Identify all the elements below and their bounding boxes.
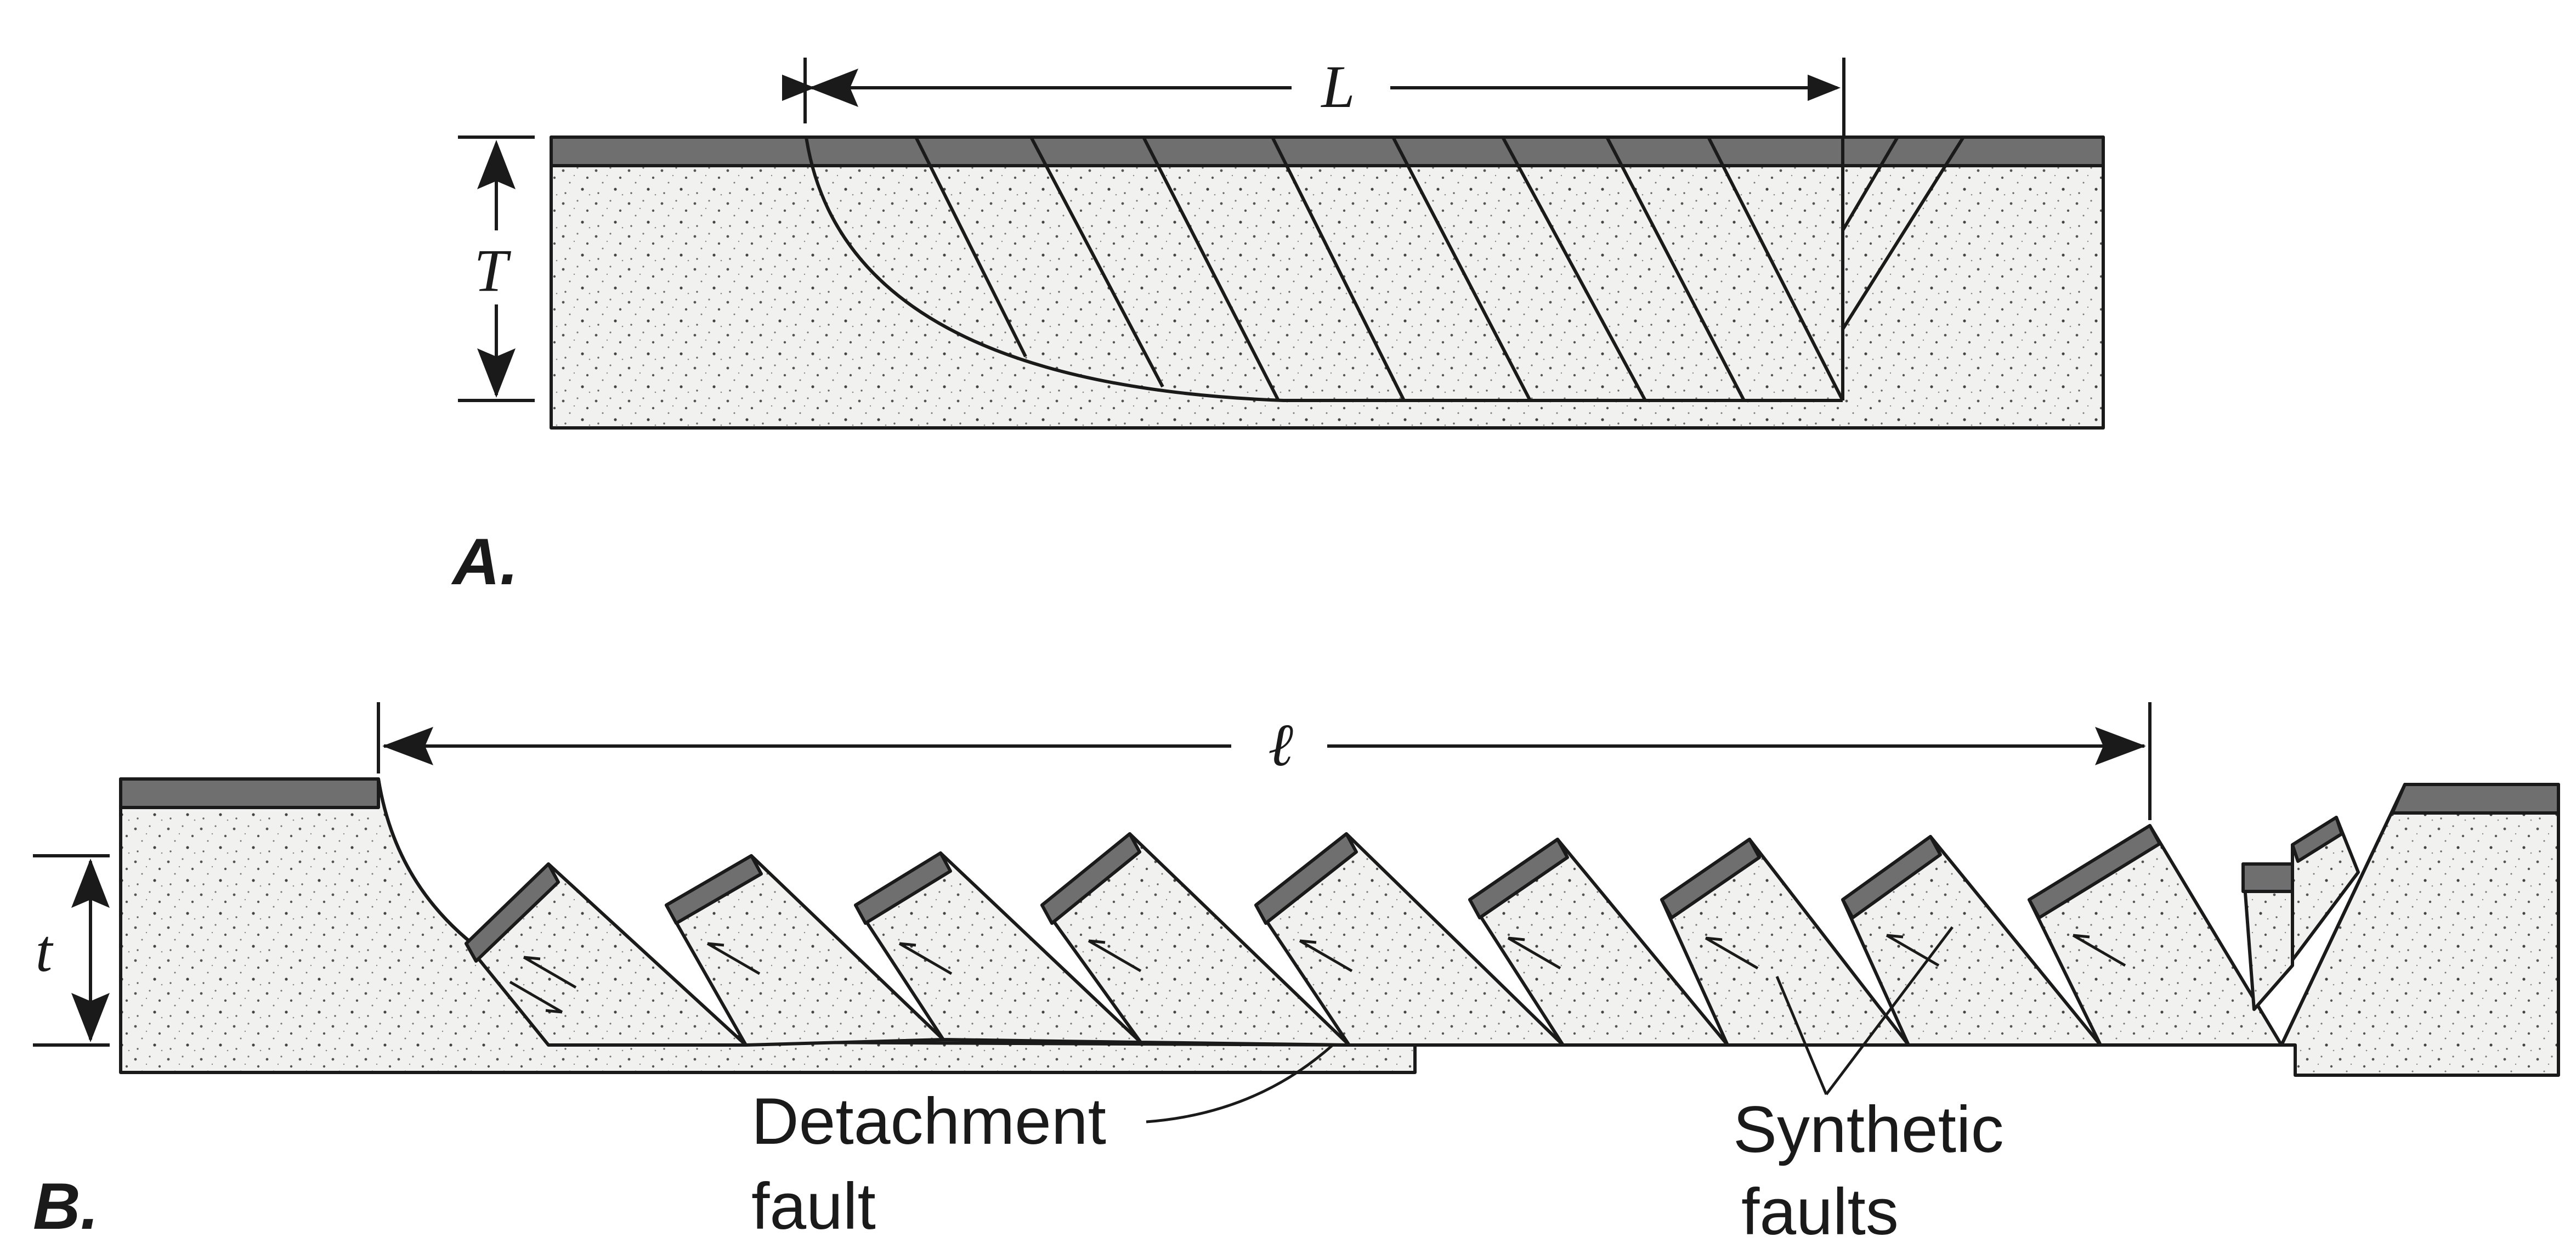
tilted-block [1468,838,1729,1047]
tilted-block [465,862,748,1047]
panel-a-top-layer [550,135,2105,167]
panel-b-thickness-label: t [36,917,54,984]
panel-b-tilted-blocks [465,824,2283,1047]
panel-a-thickness-arrow-down [477,348,516,398]
panel-b-length-arrow-left [382,727,433,765]
panel-b [119,777,2560,1077]
panel-b-right-top-layer [2391,783,2560,815]
panel-a-length-arrow-left [809,69,858,107]
panel-a-synthetic-faults [1841,136,1965,330]
panel-b-small-wedges [2241,816,2360,1011]
panel-a-domino-faults [914,136,1844,402]
tilted-block [665,854,945,1047]
detachment-leader-line [1146,1044,1334,1123]
detachment-label-line2: fault [751,1170,876,1243]
panel-a-thickness-arrow-up [477,140,516,189]
panel-b-slip-arrows [509,934,2126,1014]
synthetic-label-line1: Synthetic [1733,1093,2004,1166]
panel-a-label: A. [451,525,518,598]
panel-a-length-dimension [782,58,1845,137]
panel-a-listric-fault [805,137,1843,402]
panel-a [550,135,2105,430]
synthetic-label-line2: faults [1741,1175,1899,1248]
tilted-block [1254,832,1565,1047]
tilted-block [1040,832,1351,1047]
panel-a-thickness-label: T [474,237,511,304]
panel-a-rock-body [550,135,2105,430]
panel-b-thickness-arrow-down [71,993,110,1042]
panel-b-length-dimension [377,702,2152,820]
panel-b-right-block-fault [2280,783,2407,1046]
panel-b-length-label: ℓ [1268,711,1293,778]
detachment-label-line1: Detachment [751,1085,1106,1158]
panel-b-footwall-top-layer [119,777,380,809]
panel-b-thickness-arrow-up [71,859,110,908]
synthetic-leader-lines [1775,926,1954,1095]
panel-b-label: B. [33,1170,99,1243]
panel-a-length-label: L [1320,53,1355,120]
panel-b-length-arrow-right [2095,727,2146,765]
